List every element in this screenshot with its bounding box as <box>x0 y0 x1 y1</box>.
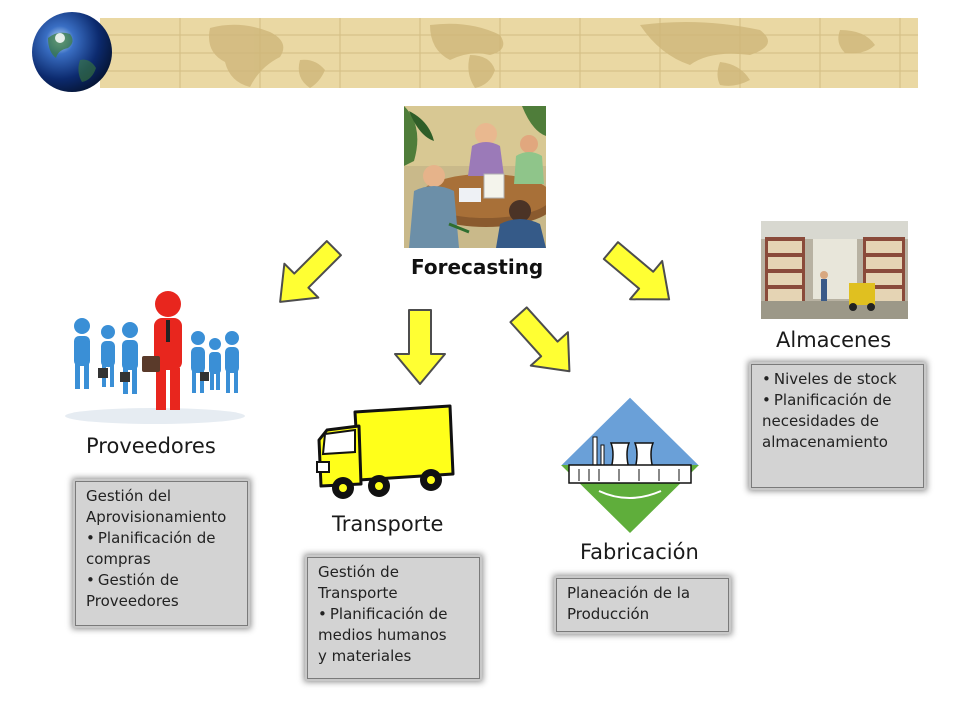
arrow-to-transporte <box>394 309 446 385</box>
factory-image <box>559 395 701 535</box>
box-line: y materiales <box>318 647 412 665</box>
box-bullet: Planificación de <box>86 528 239 549</box>
box-line: Transporte <box>318 584 398 602</box>
header-banner <box>0 0 960 100</box>
transporte-info-box: Gestión de Transporte Planificación de m… <box>307 557 480 679</box>
proveedores-people-image <box>60 286 250 426</box>
box-line: Gestión del <box>86 487 172 505</box>
box-line: Aprovisionamiento <box>86 508 227 526</box>
almacenes-info-box: Niveles de stock Planificación de necesi… <box>751 364 924 488</box>
box-line: Gestión de <box>318 563 399 581</box>
box-bullet: Gestión de <box>86 570 239 591</box>
box-bullet: Planificación de <box>318 604 471 625</box>
forecasting-label: Forecasting <box>411 255 544 279</box>
box-line: almacenamiento <box>762 433 888 451</box>
box-bullet: Planificación de <box>762 390 915 411</box>
truck-image <box>315 402 455 502</box>
box-line: Planeación de la <box>567 584 691 602</box>
arrow-to-almacenes <box>602 241 671 301</box>
arrow-to-proveedores <box>279 240 342 303</box>
box-bullet: Niveles de stock <box>762 369 915 390</box>
box-line: compras <box>86 550 151 568</box>
arrow-to-fabricacion <box>509 306 571 373</box>
box-line: Proveedores <box>86 592 179 610</box>
forecasting-meeting-image <box>404 106 546 248</box>
proveedores-label: Proveedores <box>86 434 216 458</box>
box-line: Producción <box>567 605 650 623</box>
warehouse-image <box>761 221 908 319</box>
proveedores-info-box: Gestión del Aprovisionamiento Planificac… <box>75 481 248 626</box>
almacenes-label: Almacenes <box>776 328 892 352</box>
fabricacion-label: Fabricación <box>580 540 699 564</box>
fabricacion-info-box: Planeación de la Producción <box>556 578 729 632</box>
box-line: medios humanos <box>318 626 447 644</box>
transporte-label: Transporte <box>332 512 444 536</box>
box-line: necesidades de <box>762 412 879 430</box>
